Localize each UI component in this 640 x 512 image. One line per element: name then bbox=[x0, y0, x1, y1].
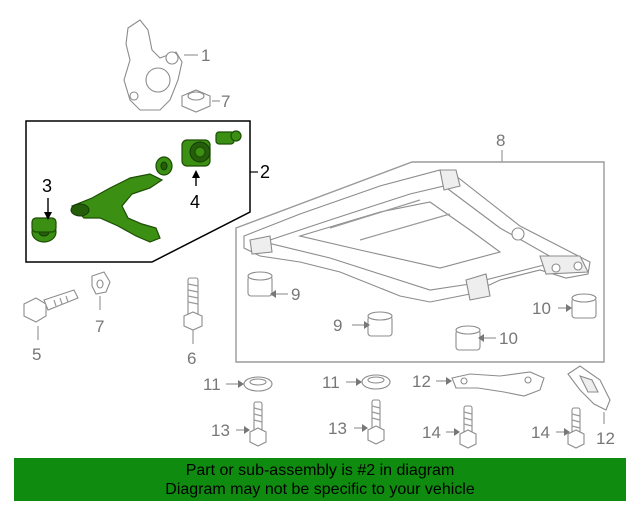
lower-control-arm-part[interactable] bbox=[31, 130, 242, 243]
bracket-part-12a[interactable] bbox=[451, 371, 545, 397]
bushing-part-9a[interactable] bbox=[247, 271, 273, 297]
nut-part-top[interactable] bbox=[181, 89, 211, 113]
callout-5: 5 bbox=[32, 345, 41, 364]
fitment-notice-banner: Part or sub-assembly is #2 in diagram Di… bbox=[14, 458, 626, 501]
callout-7-top: 7 bbox=[221, 92, 230, 111]
callout-3: 3 bbox=[42, 176, 52, 196]
bolt-part-13b[interactable] bbox=[367, 399, 385, 445]
callout-12-a: 12 bbox=[412, 372, 431, 391]
washer-part-11a[interactable] bbox=[243, 376, 273, 392]
bolt-part-6[interactable] bbox=[183, 277, 203, 331]
callout-14-b: 14 bbox=[531, 423, 550, 442]
banner-line-1: Part or sub-assembly is #2 in diagram bbox=[185, 462, 455, 479]
callout-10-b: 10 bbox=[499, 329, 518, 348]
callout-9-b: 9 bbox=[333, 316, 342, 335]
bracket-part-12b[interactable] bbox=[567, 365, 611, 411]
callout-9-a: 9 bbox=[291, 285, 300, 304]
callout-10-a: 10 bbox=[532, 299, 551, 318]
callout-2: 2 bbox=[260, 162, 270, 182]
bushing-part-10b[interactable] bbox=[455, 325, 481, 351]
callout-13-b: 13 bbox=[328, 419, 347, 438]
crossmember-frame-part[interactable] bbox=[243, 169, 591, 303]
nut-part-lower[interactable] bbox=[91, 271, 111, 295]
bolt-part-13a[interactable] bbox=[249, 401, 267, 447]
crossmember-box bbox=[235, 161, 605, 363]
bushing-part-9b[interactable] bbox=[367, 311, 393, 337]
banner-line-2: Diagram may not be specific to your vehi… bbox=[165, 481, 475, 498]
callout-8: 8 bbox=[496, 131, 505, 150]
callout-1: 1 bbox=[201, 46, 210, 65]
callout-6: 6 bbox=[187, 349, 196, 368]
callout-13-a: 13 bbox=[211, 421, 230, 440]
washer-part-11b[interactable] bbox=[361, 374, 391, 390]
bushing-part-10a[interactable] bbox=[571, 293, 597, 319]
bolt-part-5[interactable] bbox=[23, 289, 79, 323]
callout-11-b: 11 bbox=[322, 373, 340, 392]
callout-11-a: 11 bbox=[203, 375, 221, 394]
bolt-part-14a[interactable] bbox=[459, 405, 477, 449]
bolt-part-14b[interactable] bbox=[567, 407, 585, 449]
callout-12-b: 12 bbox=[596, 429, 615, 448]
callout-4: 4 bbox=[190, 192, 200, 212]
callout-7-lower: 7 bbox=[95, 317, 104, 336]
steering-knuckle-part[interactable] bbox=[123, 19, 183, 111]
callout-14-a: 14 bbox=[422, 423, 441, 442]
